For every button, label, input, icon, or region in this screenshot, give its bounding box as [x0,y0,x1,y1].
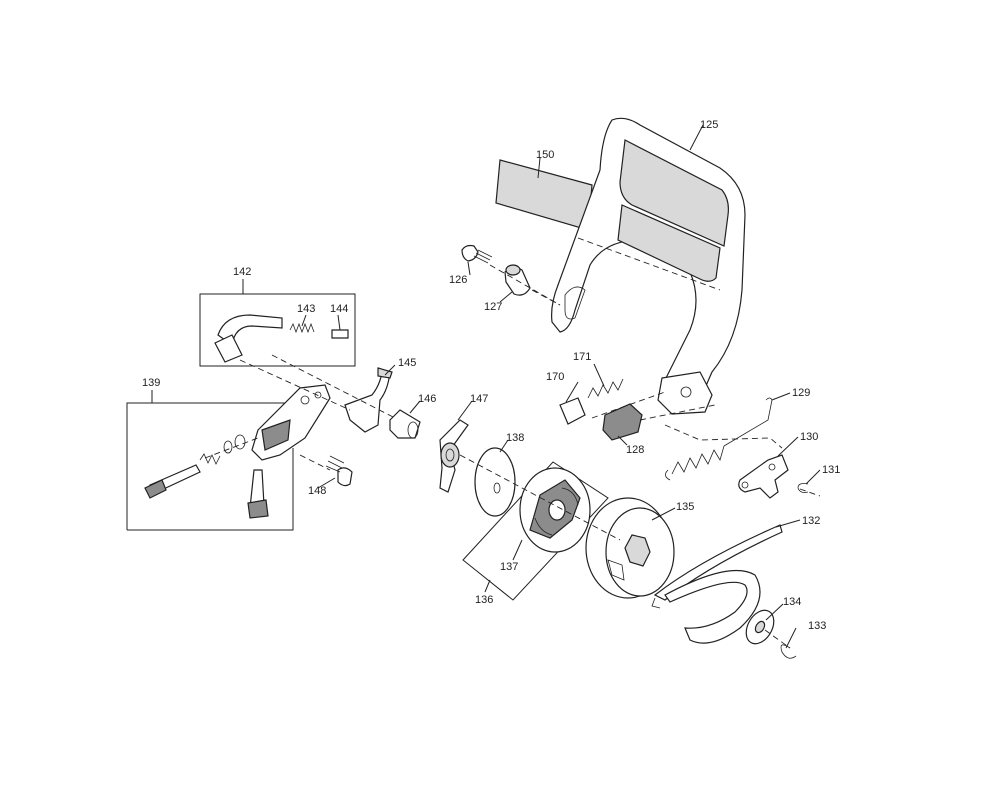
label-134: 134 [783,596,801,608]
part-171-spring [587,378,624,399]
label-136: 136 [475,594,493,606]
part-139-frame [126,402,325,531]
part-170-pad [559,397,586,425]
label-143: 143 [297,303,315,315]
part-labels: 125 150 126 127 128 171 170 129 130 131 … [142,119,840,632]
label-146: 146 [418,393,436,405]
label-142: 142 [233,266,251,278]
part-142-frame [199,293,356,367]
part-127-spacer [504,264,531,296]
assembly-lines [204,237,821,649]
part-143-filter [289,322,315,334]
part-132-brake-band [651,524,783,644]
label-125: 125 [700,119,718,131]
part-139-adjust-screw [247,469,269,519]
label-127: 127 [484,301,502,313]
part-131-clip [797,483,809,493]
part-146-bushing [389,409,421,439]
part-133-circlip [780,644,797,659]
label-130: 130 [800,431,818,443]
label-138: 138 [506,432,524,444]
label-135: 135 [676,501,694,513]
part-148-screw [325,455,353,487]
part-126-screw [461,244,493,264]
part-139-o-rings [223,434,246,454]
label-137: 137 [500,561,518,573]
label-126: 126 [449,274,467,286]
part-130-lever [738,454,789,499]
label-170: 170 [546,371,564,383]
label-144: 144 [330,303,348,315]
label-148: 148 [308,485,326,497]
label-145: 145 [398,357,416,369]
label-128: 128 [626,444,644,456]
part-137-clutch [519,467,591,553]
label-150: 150 [536,149,554,161]
leader-lines [151,124,821,649]
part-138-washer [474,447,516,517]
label-129: 129 [792,387,810,399]
part-150-decal [495,159,593,231]
part-147-drive [439,419,469,493]
part-139-spring [199,453,221,465]
part-139-plunger [144,464,201,499]
part-135-clutch-drum [585,497,675,599]
part-142-oil-hose [214,314,283,363]
label-132: 132 [802,515,820,527]
label-131: 131 [822,464,840,476]
part-139-pump-body [251,384,331,461]
part-125-hand-guard [551,117,746,415]
label-171: 171 [573,351,591,363]
part-145-worm [344,367,393,433]
label-133: 133 [808,620,826,632]
part-128-block [602,403,643,441]
label-139: 139 [142,377,160,389]
label-147: 147 [470,393,488,405]
part-144-fitting [331,329,349,339]
